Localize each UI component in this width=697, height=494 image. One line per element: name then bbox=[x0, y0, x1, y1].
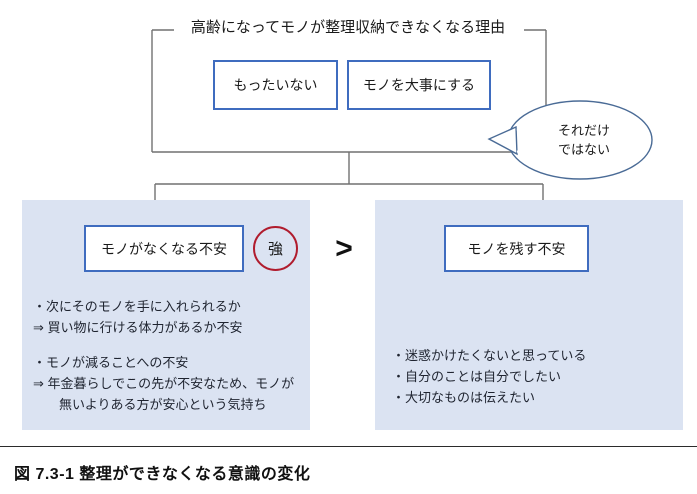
heading-box-losing-anxiety: モノがなくなる不安 bbox=[84, 225, 244, 272]
speech-bubble-line-2: ではない bbox=[557, 142, 610, 157]
left-panel-bullets-group-2: ・モノが減ることへの不安 ⇒ 年金暮らしでこの先が不安なため、モノが 無いよりあ… bbox=[33, 355, 295, 412]
speech-bubble: それだけ ではない bbox=[508, 101, 652, 179]
greater-than-icon: > bbox=[326, 231, 362, 267]
speech-bubble-text: それだけ ではない bbox=[508, 101, 652, 179]
right-panel-bullets: ・迷惑かけたくないと思っている ・自分のことは自分でしたい ・大切なものは伝えた… bbox=[392, 348, 587, 405]
left-panel-bullets-group-1: ・次にそのモノを手に入れられるか ⇒ 買い物に行ける体力があるか不安 bbox=[33, 299, 243, 335]
speech-bubble-line-1: それだけ bbox=[557, 123, 610, 138]
page-title: 高齢になってモノが整理収納できなくなる理由 bbox=[190, 19, 506, 36]
heading-box-leaving-anxiety: モノを残す不安 bbox=[444, 225, 589, 272]
status-badge-strong: 強 bbox=[253, 226, 298, 271]
reason-box-value-things: モノを大事にする bbox=[347, 60, 491, 110]
figure-caption: 図 7.3-1 整理ができなくなる意識の変化 bbox=[14, 466, 311, 483]
caption-divider bbox=[0, 446, 697, 447]
reason-box-mottainai: もったいない bbox=[213, 60, 338, 110]
